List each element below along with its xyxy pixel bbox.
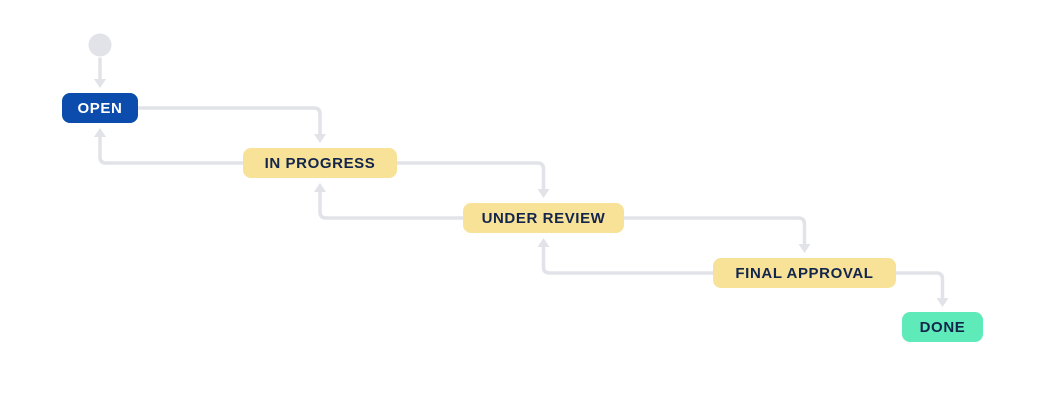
status-done-label: DONE xyxy=(919,318,966,336)
arrowhead-down xyxy=(936,298,949,307)
start-node xyxy=(88,33,112,57)
status-open[interactable]: OPEN xyxy=(62,93,138,123)
status-under-review-label: UNDER REVIEW xyxy=(481,209,606,227)
arrowhead-up xyxy=(94,128,106,137)
transition-line xyxy=(138,106,322,134)
transition-line xyxy=(318,192,463,220)
arrowhead-down xyxy=(94,79,106,88)
arrowhead-down xyxy=(314,134,326,143)
transition-line xyxy=(98,137,243,165)
arrowhead-up xyxy=(537,238,550,247)
arrowhead-down xyxy=(798,244,811,253)
status-done[interactable]: DONE xyxy=(902,312,983,342)
transition-line xyxy=(896,271,945,298)
status-in-progress-label: IN PROGRESS xyxy=(264,154,376,172)
status-final-approval[interactable]: FINAL APPROVAL xyxy=(713,258,896,288)
status-final-approval-label: FINAL APPROVAL xyxy=(735,264,874,282)
arrowhead-up xyxy=(314,183,326,192)
transition-line xyxy=(624,216,807,244)
status-in-progress[interactable]: IN PROGRESS xyxy=(243,148,397,178)
status-open-label: OPEN xyxy=(77,99,123,117)
status-under-review[interactable]: UNDER REVIEW xyxy=(463,203,624,233)
transition-line xyxy=(541,247,713,275)
transition-line xyxy=(397,161,546,189)
arrowhead-down xyxy=(537,189,550,198)
